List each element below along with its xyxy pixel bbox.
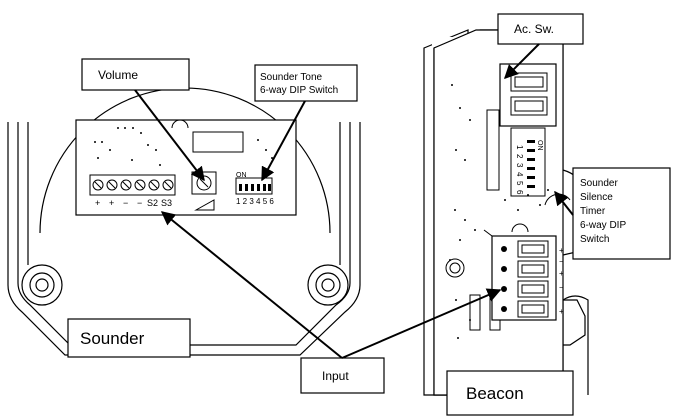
beacon-term-mark-2: − <box>559 257 564 266</box>
beacon-label: Beacon <box>466 384 524 403</box>
terminal-mark-2: + <box>109 198 114 208</box>
beacon-term-mark-5: + <box>559 307 564 316</box>
ac-sw-label: Ac. Sw. <box>514 22 554 36</box>
sounder-mount-boss-left <box>21 264 63 306</box>
beacon-term-mark-1: + <box>559 246 564 255</box>
sounder-tone-label-line2: 6-way DIP Switch <box>260 85 338 96</box>
callout-volume: Volume <box>81 58 190 91</box>
silence-label-line2: Silence <box>580 192 613 203</box>
dip-numbers: 1 2 3 4 5 6 <box>236 197 274 206</box>
callout-ac-sw: Ac. Sw. <box>497 13 584 45</box>
beacon-dip-num-3: 3 <box>515 163 524 168</box>
sounder-tone-label-line1: Sounder Tone <box>260 72 323 83</box>
sounder-label: Sounder <box>80 329 145 348</box>
terminal-mark-4: − <box>137 198 142 208</box>
silence-label-line5: Switch <box>580 234 609 245</box>
beacon-dip-num-1: 1 <box>515 145 524 150</box>
sounder-pcb: + + − − S2 S3 <box>75 119 297 216</box>
silence-label-line1: Sounder <box>580 178 618 189</box>
sounder-tone-dip-switch: ON 1 2 3 4 5 6 <box>235 172 274 206</box>
terminal-mark-5: S2 <box>147 198 158 208</box>
sounder-mount-boss-right <box>307 264 349 306</box>
beacon-term-mark-4: − <box>559 283 564 292</box>
beacon-dip-num-2: 2 <box>515 154 524 159</box>
leader-input-sounder <box>160 211 343 359</box>
callout-sounder-tone: Sounder Tone 6-way DIP Switch <box>254 64 358 102</box>
leader-volume <box>134 89 205 182</box>
terminal-mark-6: S3 <box>161 198 172 208</box>
leader-lines <box>134 43 574 359</box>
beacon-dip-num-5: 5 <box>515 181 524 186</box>
leader-ac-sw <box>504 43 540 79</box>
leader-input-beacon <box>341 288 502 359</box>
silence-label-line3: Timer <box>580 206 606 217</box>
leader-sounder-tone <box>261 100 306 182</box>
volume-label: Volume <box>98 68 138 82</box>
callout-beacon: Beacon <box>446 370 574 416</box>
input-label: Input <box>322 369 349 383</box>
leader-silence-timer <box>554 190 574 216</box>
terminal-mark-3: − <box>123 198 128 208</box>
callout-silence-timer: Sounder Silence Timer 6-way DIP Switch <box>572 167 671 260</box>
beacon-terminal-block: + − + − + <box>483 229 564 321</box>
beacon-term-mark-3: + <box>559 269 564 278</box>
silence-label-line4: 6-way DIP <box>580 220 626 231</box>
terminal-mark-1: + <box>95 198 100 208</box>
beacon-dip-num-4: 4 <box>515 172 524 177</box>
dip-on-text: ON <box>236 172 247 179</box>
callout-input: Input <box>300 357 385 394</box>
beacon-dip-switch: ON 1 2 3 4 5 6 <box>510 127 546 197</box>
callout-sounder: Sounder <box>67 318 191 358</box>
beacon-dip-num-6: 6 <box>515 190 524 195</box>
beacon-dip-on: ON <box>536 140 543 151</box>
